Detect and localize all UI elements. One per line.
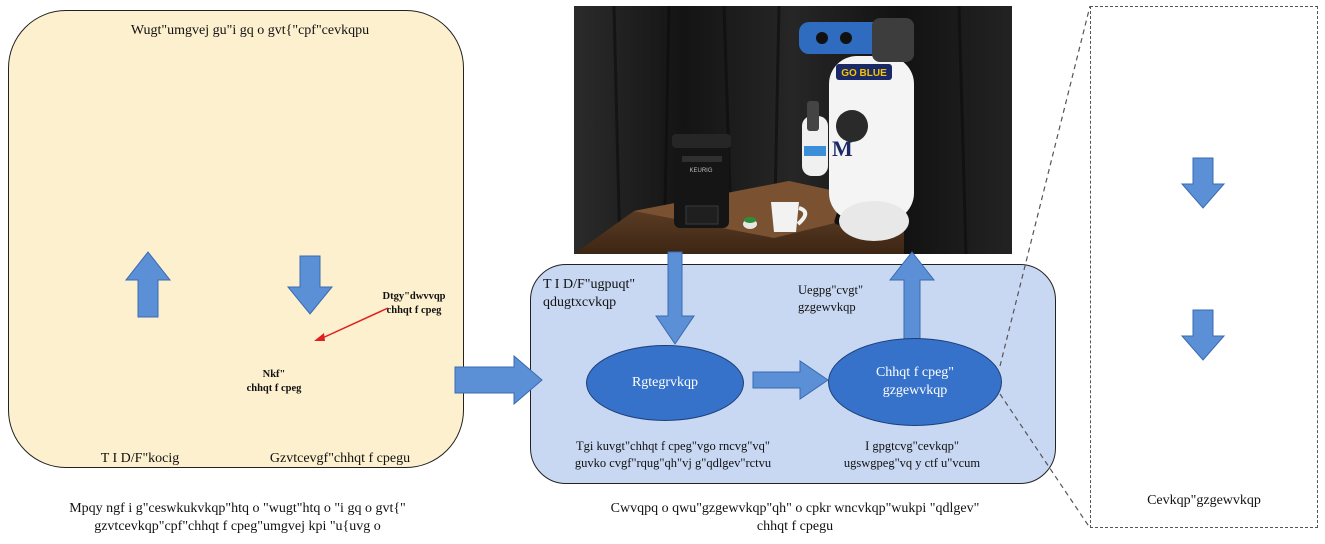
scene-after-execution-label: Uegpg"cvgt" gzgewvkqp (798, 283, 864, 314)
right-down-arrow-2 (1180, 309, 1226, 361)
left-to-center-arrow (454, 354, 543, 406)
go-blue-badge: GO BLUE (841, 68, 887, 79)
left-panel-title: Wugt"umgvej gu"i gq o gvt{"cpf"cevkqpu (130, 23, 370, 38)
execution-to-photo-arrow (888, 251, 936, 341)
left-caption: Mpqy ngf i g"ceswkukvkqp"htq o "wugt"htq… (69, 501, 406, 534)
photo-to-perception-arrow (655, 251, 695, 345)
perception-to-execution-arrow (752, 360, 829, 400)
perception-node-label: Rgtegrvkqp (631, 375, 699, 390)
extracted-affordances-label: Gzvtcevgf"chhqt f cpegu (269, 451, 411, 466)
down-arrow (286, 255, 334, 315)
robot-photo: KEURIG GO BLUE M (574, 6, 1012, 254)
knowledge-acquisition-panel (8, 10, 464, 468)
pointer-label: Dtgy"dwvvqp chhqt f cpeg (382, 291, 446, 316)
perception-node: Rgtegrvkqp (586, 345, 744, 421)
zoom-line-top (999, 5, 1091, 367)
m-logo: M (832, 136, 853, 161)
middle-label: Nkf" chhqt f cpeg (246, 369, 302, 394)
action-execution-panel (1090, 6, 1318, 528)
red-pointer-arrow (317, 307, 389, 341)
perception-caption: Tgi kuvgt"chhqt f cpeg"vgo rncvg"vq" guv… (574, 439, 772, 470)
affordance-execution-node: Chhqt f cpeg" gzgewvkqp (828, 338, 1002, 426)
rgb-d-image-label: T I D/F"kocig (100, 451, 180, 466)
up-arrow (124, 251, 172, 318)
keurig-logo: KEURIG (689, 168, 712, 174)
right-down-arrow-1 (1180, 157, 1226, 209)
execution-node-label: Chhqt f cpeg" gzgewvkqp (875, 365, 955, 398)
action-execution-label: Cevkqp"gzgewvkqp (1147, 493, 1261, 508)
execution-caption: I gpgtcvg"cevkqp" ugswgpeg"vq y ctf u"vc… (843, 439, 981, 470)
sensor-observation-label: T I D/F"ugpuqt" qdugtxcvkqp (543, 277, 636, 310)
center-caption: Cwvqpq o qwu"gzgewvkqp"qh" o cpkr wncvkq… (610, 501, 980, 534)
